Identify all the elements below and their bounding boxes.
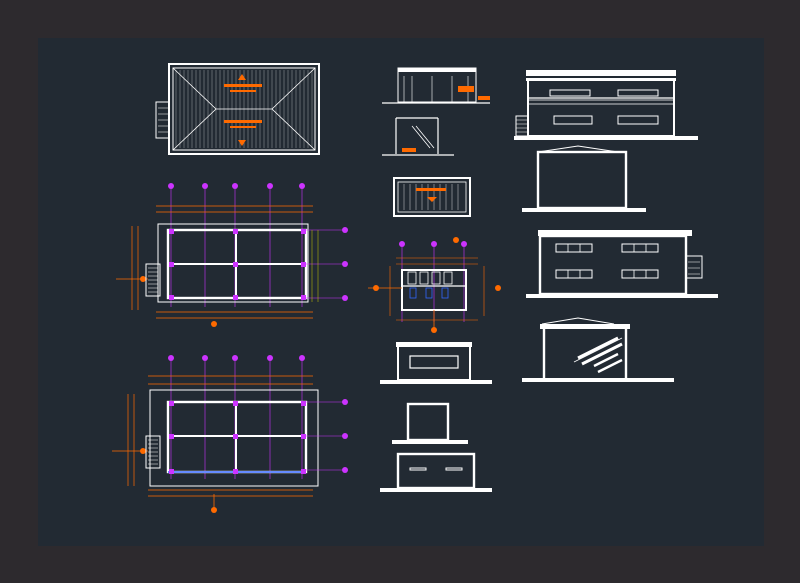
model-space-viewport[interactable] (38, 38, 764, 546)
windows-lower (553, 115, 659, 125)
end-elevation-2 (392, 402, 468, 444)
stair-section (522, 317, 674, 382)
roof-plan (155, 63, 320, 155)
end-elevation-3 (380, 452, 492, 492)
small-roof-plan (393, 177, 471, 217)
upper-floor-plan (116, 183, 348, 327)
windows-lower (555, 269, 659, 279)
balcony-rail (528, 99, 674, 105)
side-elevation-blank (522, 145, 646, 212)
main-elevation (514, 70, 698, 140)
toilet-block-plan (368, 237, 501, 333)
end-elevation-1 (380, 342, 492, 384)
ground-floor-plan (112, 355, 348, 513)
toilet-fixtures (407, 271, 453, 299)
columns (169, 229, 306, 300)
windows-upper (549, 89, 659, 97)
front-elevation-small (382, 67, 490, 104)
section-small (382, 117, 454, 156)
rear-elevation (526, 230, 718, 298)
windows-upper (555, 243, 659, 253)
stair-flight (573, 336, 623, 374)
grid-bubbles-top (168, 183, 305, 307)
